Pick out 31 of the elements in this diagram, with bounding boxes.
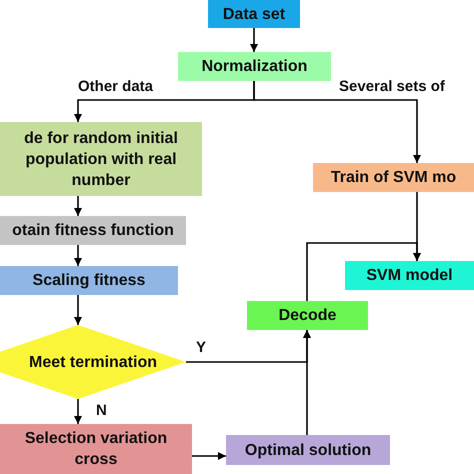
arrow	[250, 28, 258, 52]
arrow	[74, 295, 82, 325]
arrow	[74, 196, 82, 216]
node-label: Selection variation cross	[24, 429, 168, 470]
node-label: Meet termination	[28, 352, 158, 372]
process-box	[0, 266, 178, 295]
arrow	[303, 330, 311, 435]
node-label: Normalization	[200, 57, 308, 77]
arrow	[253, 81, 421, 163]
node-label: de for random initial population with real number	[23, 128, 179, 190]
node-label: Data set	[222, 4, 286, 24]
process-box	[247, 301, 368, 330]
node-label: Train of SVM mo	[330, 168, 458, 188]
node-label: Decode	[278, 306, 338, 326]
arrow	[192, 452, 226, 460]
process-box	[0, 216, 186, 245]
process-box	[178, 52, 331, 81]
node-label: Optimal solution	[244, 440, 372, 460]
node-label: SVM model	[365, 266, 454, 286]
node-label: otain fitness function	[11, 221, 175, 241]
decision-diamond	[0, 325, 186, 399]
arrow	[74, 245, 82, 266]
arrow	[413, 192, 421, 261]
process-box	[0, 122, 202, 196]
arrow	[74, 399, 82, 424]
process-box	[0, 424, 192, 474]
process-box	[208, 0, 300, 28]
node-label: Scaling fitness	[32, 271, 146, 291]
process-box	[226, 435, 390, 465]
process-box	[313, 163, 474, 192]
process-box	[345, 261, 474, 290]
